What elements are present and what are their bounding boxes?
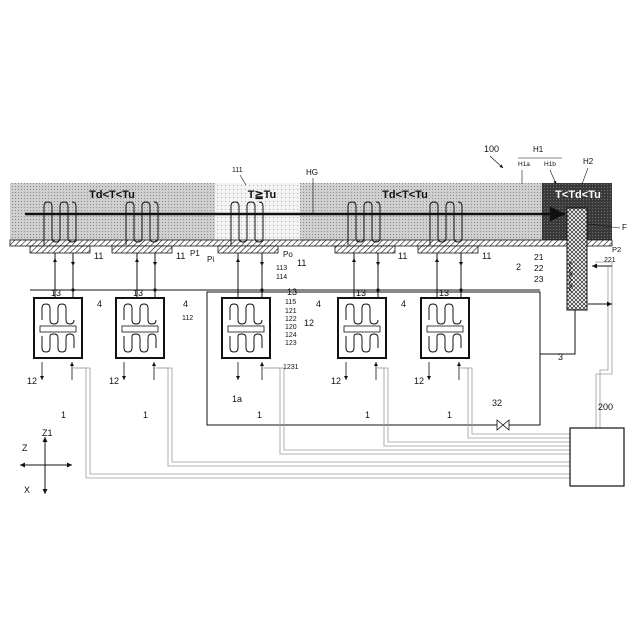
ref-H1b: H1b [544, 161, 556, 168]
label-115: 115 [285, 299, 296, 306]
label-12-a: 12 [27, 376, 37, 386]
ref-H2: H2 [583, 157, 594, 166]
ref-111: 111 [232, 167, 243, 174]
label-112: 112 [182, 315, 193, 322]
label-200: 200 [598, 402, 613, 412]
substrate-strip [10, 240, 612, 246]
valve-32 [497, 420, 509, 430]
ref-H1: H1 [533, 145, 544, 154]
label-Pi: Pi [207, 255, 214, 264]
label-12-b: 12 [109, 376, 119, 386]
label-22: 22 [534, 263, 544, 273]
label-P2: P2 [612, 245, 621, 254]
label-11-c: 11 [297, 258, 306, 268]
label-32: 32 [492, 398, 502, 408]
label-12-c: 12 [304, 318, 314, 328]
label-123: 123 [285, 340, 297, 347]
unit-box-4 [338, 298, 386, 358]
label-221: 221 [604, 257, 616, 264]
zone-label-middle: T≧Tu [248, 189, 277, 201]
label-11-e: 11 [482, 251, 491, 261]
ref-F: F [622, 223, 627, 232]
main-line [540, 310, 575, 425]
label-114: 114 [276, 274, 287, 281]
unit-box-2 [116, 298, 164, 358]
label-11-b: 11 [176, 251, 185, 261]
label-Po: Po [283, 250, 293, 259]
label-13-b: 13 [133, 288, 143, 298]
label-13-a: 13 [51, 288, 61, 298]
ref-HG: HG [306, 168, 318, 177]
label-11-d: 11 [398, 251, 407, 261]
label-23: 23 [534, 274, 544, 284]
label-1-e: 1 [447, 410, 452, 420]
ref-H2-leader [582, 168, 588, 184]
label-121: 121 [285, 308, 297, 315]
signal-lines [72, 262, 612, 478]
label-122: 122 [285, 316, 297, 323]
label-4-a: 4 [97, 299, 102, 309]
label-113: 113 [276, 265, 287, 272]
label-13-d: 13 [356, 288, 366, 298]
ref-H1a: H1a [518, 161, 530, 168]
label-P1: P1 [190, 249, 200, 258]
label-120: 120 [285, 324, 297, 331]
ref-H1b-leader [550, 170, 556, 184]
unit-io-arrows [42, 362, 459, 380]
label-11-a: 11 [94, 251, 103, 261]
label-21: 21 [534, 252, 544, 262]
axis-Z: Z [22, 443, 28, 453]
system-ref-label: 100 [484, 144, 499, 154]
zone-label-left: Td<T<Tu [89, 189, 135, 201]
unit-box-3 [222, 298, 270, 358]
unit-box-1 [34, 298, 82, 358]
label-124: 124 [285, 332, 297, 339]
label-12-d: 12 [331, 376, 341, 386]
label-3: 3 [558, 352, 563, 362]
label-1-d: 1 [365, 410, 370, 420]
label-1-a: 1 [61, 410, 66, 420]
zone-label-right: Td<T<Tu [382, 189, 428, 201]
label-1a: 1a [232, 394, 242, 404]
label-13-c: 13 [287, 287, 297, 297]
label-4-c: 4 [316, 299, 321, 309]
zone-label-end: T<Td<Tu [555, 189, 601, 201]
label-12-e: 12 [414, 376, 424, 386]
label-13-e: 13 [439, 288, 449, 298]
axis-Z1: Z1 [42, 428, 53, 438]
axis-X: X [24, 485, 30, 495]
label-2: 2 [516, 262, 521, 272]
controller-box [570, 428, 624, 486]
label-1-b: 1 [143, 410, 148, 420]
label-1231: 1231 [283, 364, 299, 371]
system-ref-leader [490, 156, 503, 168]
label-4-b: 4 [183, 299, 188, 309]
sensor-column [567, 208, 587, 310]
unit-box-5 [421, 298, 469, 358]
label-1-c: 1 [257, 410, 262, 420]
label-4-d: 4 [401, 299, 406, 309]
